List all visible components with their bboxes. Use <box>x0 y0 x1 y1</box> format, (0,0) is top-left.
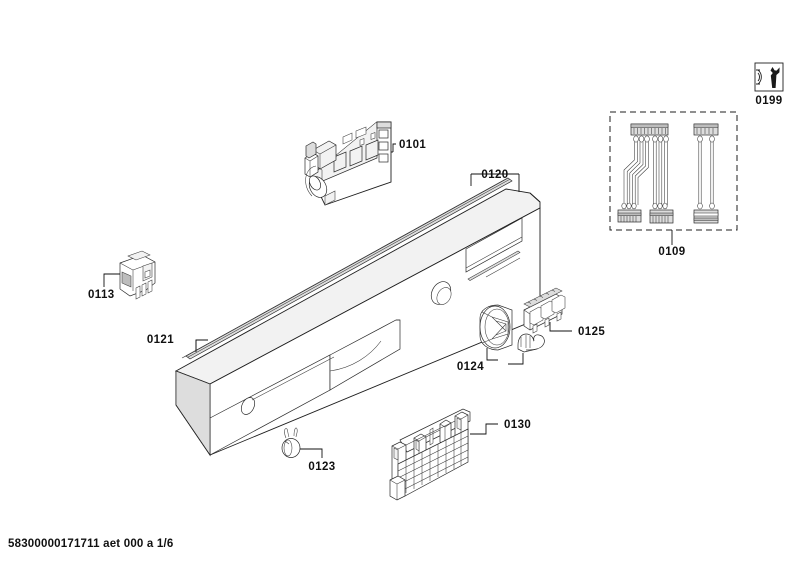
part-number-0199: 0199 <box>755 95 782 107</box>
wiring-harness-group <box>609 111 738 245</box>
harness-left <box>617 123 674 224</box>
part-number-0124: 0124 <box>457 361 484 373</box>
part-number-0130: 0130 <box>504 419 531 431</box>
part-number-0101: 0101 <box>399 139 426 151</box>
harness-right <box>693 123 719 224</box>
part-number-0125: 0125 <box>578 326 605 338</box>
wrench-and-nut-icon <box>756 67 780 88</box>
knob-shaft-pin <box>517 333 545 353</box>
knob-aperture <box>430 281 452 305</box>
trim-strip <box>181 177 513 360</box>
part-number-0120: 0120 <box>481 169 508 181</box>
part-number-0113: 0113 <box>88 289 115 301</box>
control-module-pcb <box>304 121 396 206</box>
part-number-0123: 0123 <box>308 461 335 473</box>
retaining-clip <box>281 427 323 458</box>
sheet-footer-code: 58300000171711 aet 000 a 1/6 <box>8 538 174 550</box>
lower-oval-detail <box>240 356 335 415</box>
service-tool-badge <box>754 62 784 92</box>
rotary-knob <box>479 304 545 365</box>
vent-grille-bracket <box>389 408 498 501</box>
fascia-panel <box>174 173 541 457</box>
display-window <box>465 217 523 273</box>
button-key-strip <box>523 287 572 334</box>
part-number-0121: 0121 <box>147 334 174 346</box>
part-number-0109: 0109 <box>658 246 685 258</box>
door-switch-bracket <box>103 250 156 300</box>
